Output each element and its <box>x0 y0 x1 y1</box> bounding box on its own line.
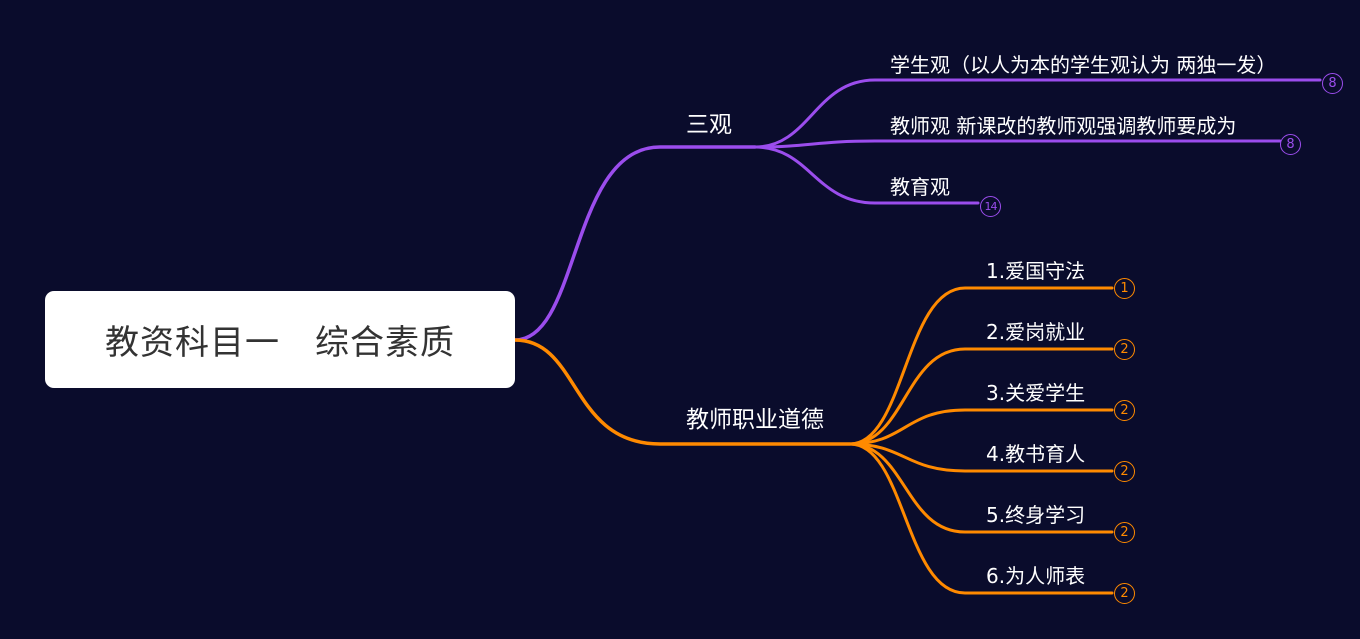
connector-ethics-6 <box>848 442 1114 595</box>
collapse-count-badge[interactable]: 2 <box>1114 400 1135 421</box>
collapse-count-badge[interactable]: 2 <box>1114 522 1135 543</box>
connector-sanguan-teacher <box>753 139 1282 149</box>
subtopic-ethics-5[interactable]: 5.终身学习 <box>986 503 1086 527</box>
subtopic-ethics-6[interactable]: 6.为人师表 <box>986 564 1086 588</box>
connector-root-sanguan <box>513 145 757 342</box>
subtopic-student-view[interactable]: 学生观（以人为本的学生观认为 两独一发） <box>890 53 1277 77</box>
subtopic-teacher-view[interactable]: 教师观 新课改的教师观强调教师要成为 <box>890 114 1237 138</box>
connector-ethics-5 <box>848 442 1114 534</box>
connector-ethics-4 <box>848 442 1114 473</box>
subtopic-ethics-3[interactable]: 3.关爱学生 <box>986 381 1086 405</box>
subtopic-ethics-1[interactable]: 1.爱国守法 <box>986 259 1086 283</box>
collapse-count-badge[interactable]: 2 <box>1114 339 1135 360</box>
connector-ethics-1 <box>848 286 1114 446</box>
collapse-count-badge[interactable]: 8 <box>1322 73 1343 94</box>
connector-root-ethics <box>513 338 852 446</box>
subtopic-ethics-2[interactable]: 2.爱岗就业 <box>986 320 1086 344</box>
subtopic-education-view[interactable]: 教育观 <box>890 175 950 199</box>
collapse-count-badge[interactable]: 14 <box>980 196 1001 217</box>
connector-ethics-2 <box>848 347 1114 446</box>
connector-ethics-3 <box>848 408 1114 446</box>
collapse-count-badge[interactable]: 2 <box>1114 461 1135 482</box>
topic-teacher-ethics[interactable]: 教师职业道德 <box>686 407 824 433</box>
connector-sanguan-education <box>753 145 980 205</box>
collapse-count-badge[interactable]: 8 <box>1280 134 1301 155</box>
subtopic-ethics-4[interactable]: 4.教书育人 <box>986 442 1086 466</box>
connector-sanguan-student <box>753 78 1322 149</box>
collapse-count-badge[interactable]: 1 <box>1114 278 1135 299</box>
root-topic-title: 教资科目一 综合素质 <box>105 323 455 363</box>
root-topic[interactable]: 教资科目一 综合素质 <box>45 291 515 388</box>
collapse-count-badge[interactable]: 2 <box>1114 583 1135 604</box>
topic-sanguan[interactable]: 三观 <box>686 112 732 138</box>
